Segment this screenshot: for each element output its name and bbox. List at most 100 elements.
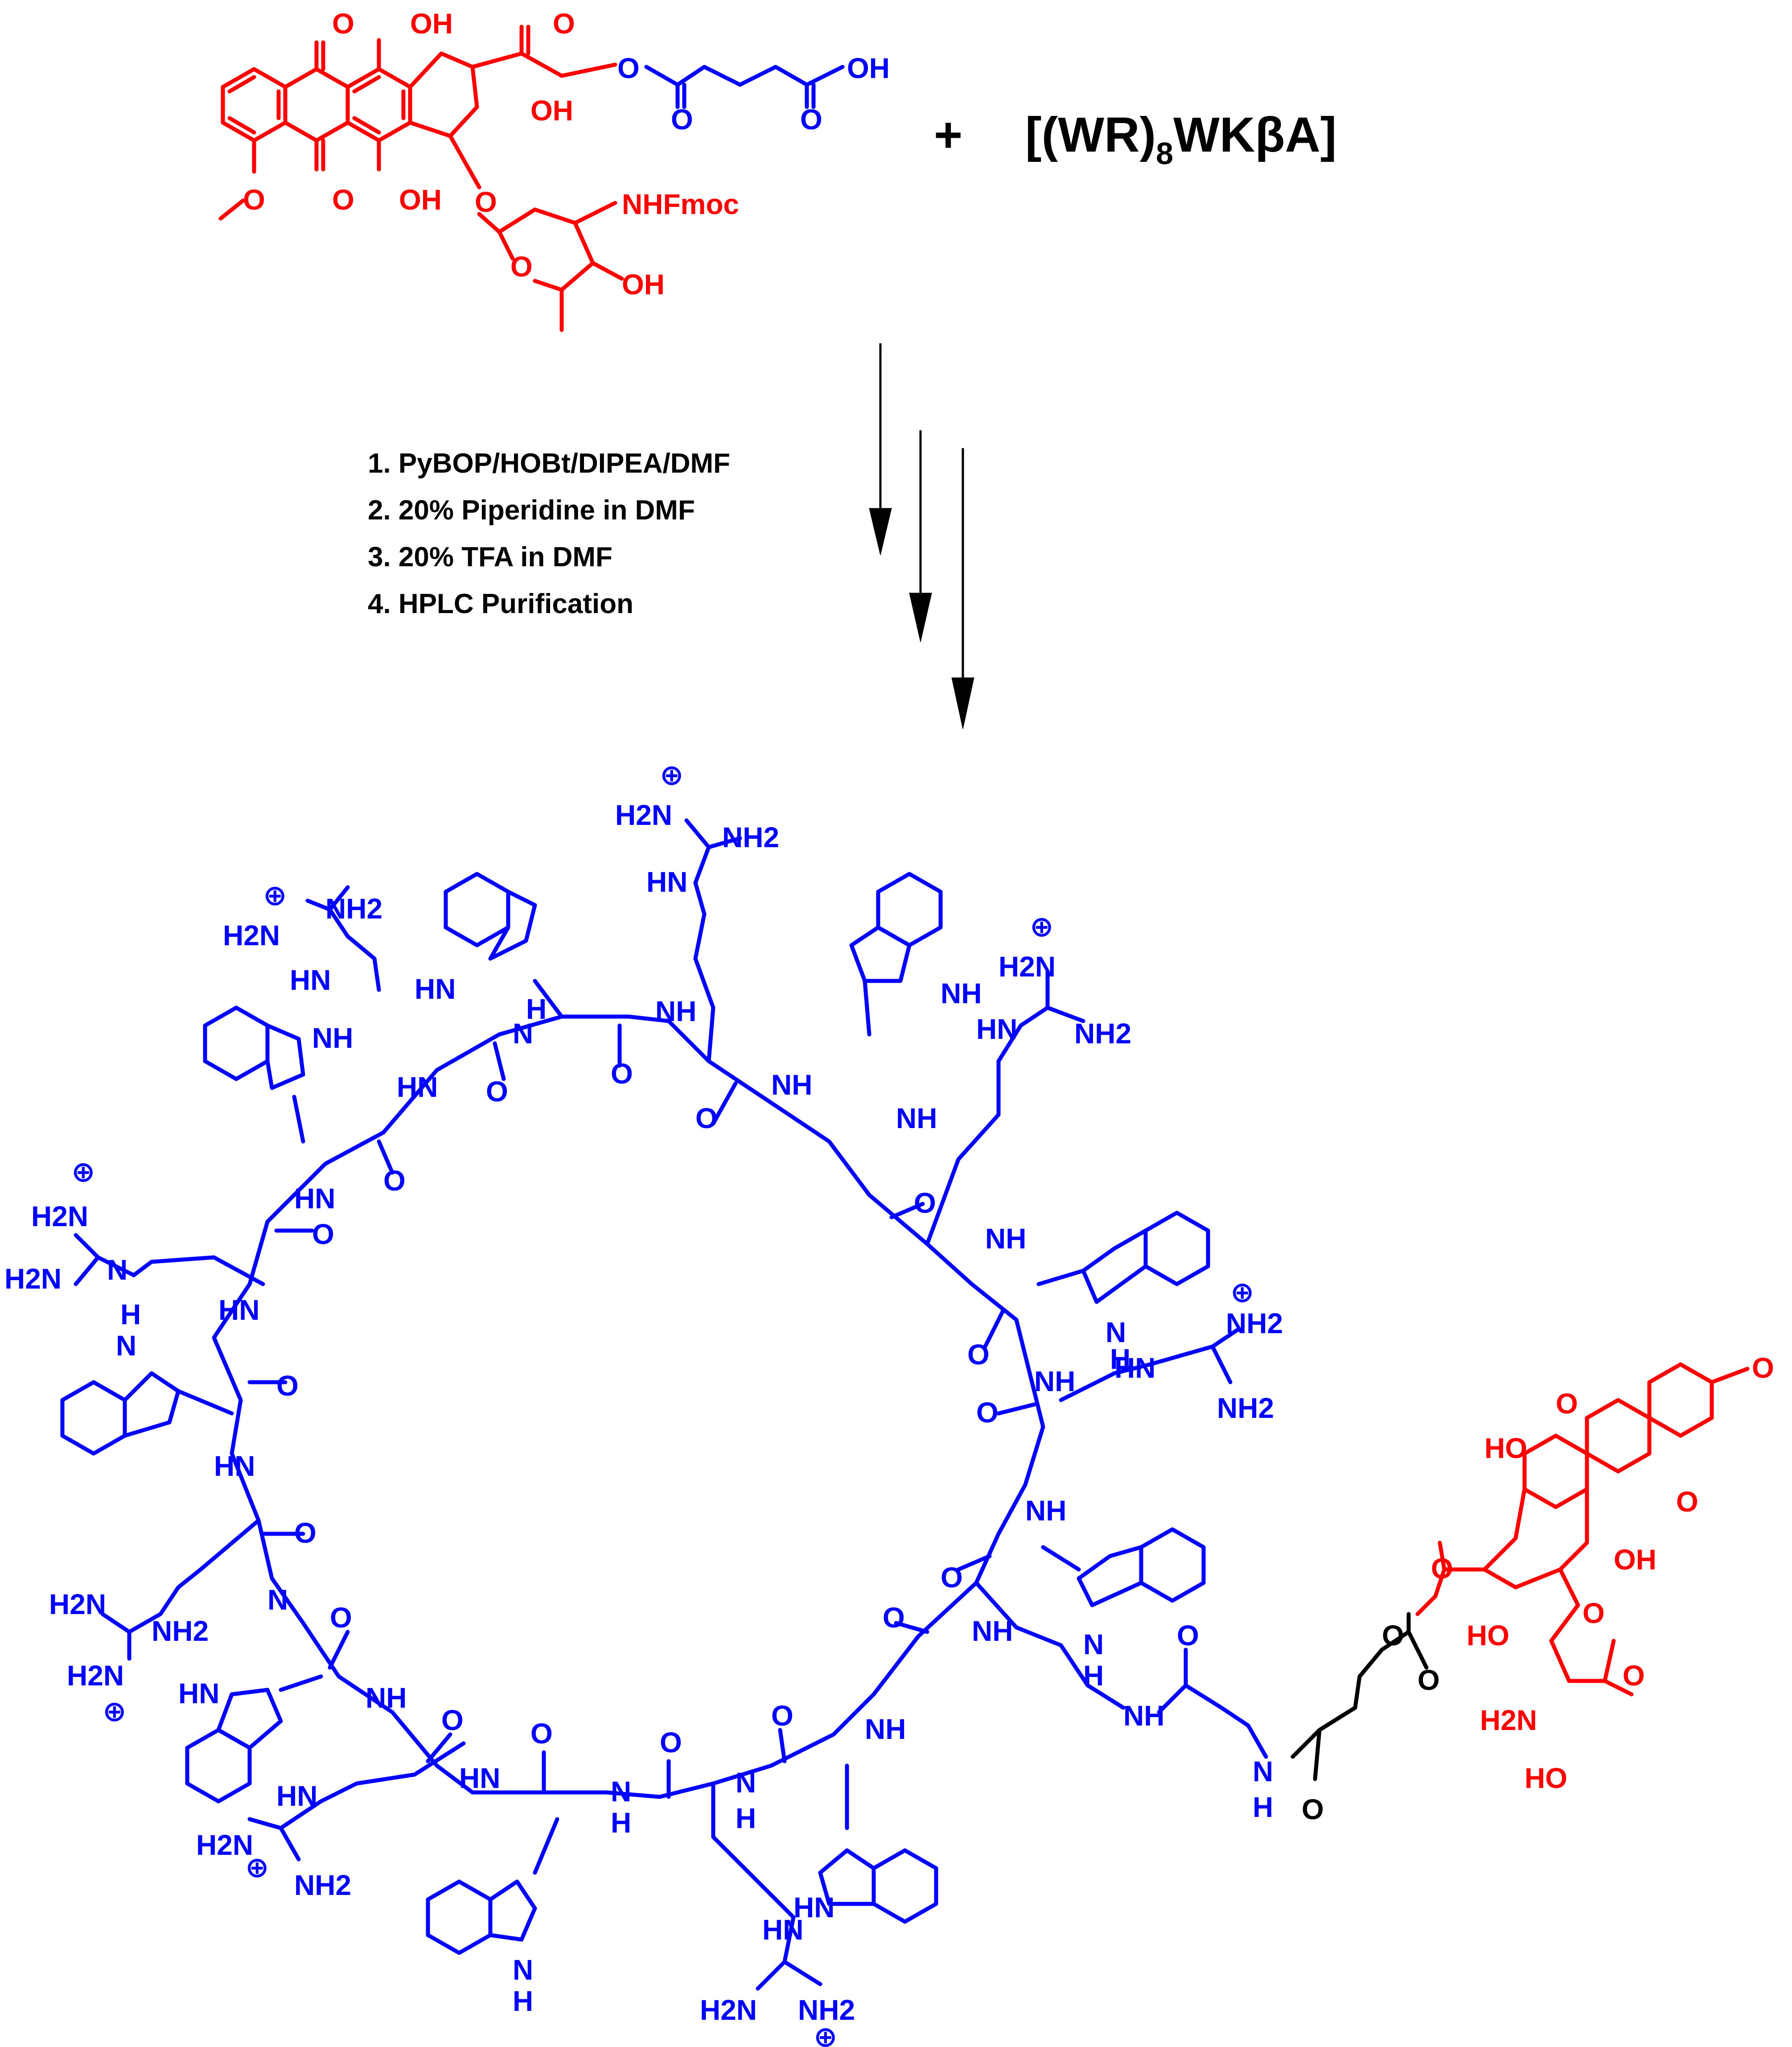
linker-amide-o: O xyxy=(1177,1619,1199,1652)
carbonyl-o-17: O xyxy=(914,1187,936,1219)
reactant-linker-labels: O OH O O xyxy=(617,52,890,136)
carbonyl-o-5: O xyxy=(312,1218,334,1250)
ester-link-carbonyl-o: O xyxy=(671,103,693,136)
drug-ho-top: HO xyxy=(1484,1432,1527,1464)
carbonyl-o-15: O xyxy=(976,1396,999,1429)
reactant-drug-labels: O OH O OH O OH O NHFmoc O OH O xyxy=(243,8,739,301)
indole-7-hn: HN xyxy=(793,1891,834,1923)
carbonyl-o-7: O xyxy=(294,1517,316,1549)
peptide-name-subscript: 8 xyxy=(1156,136,1173,171)
guan-1-nh2: NH2 xyxy=(722,821,779,853)
product-macrocycle-backbone xyxy=(212,1014,1045,1799)
guan-4-plus: ⊕ xyxy=(71,1156,95,1188)
indole-8-h: H xyxy=(1083,1660,1104,1692)
backbone-n-3: N xyxy=(513,1017,533,1050)
carbonyl-o-14: O xyxy=(941,1561,963,1594)
indole-6-n: N xyxy=(513,1954,533,1986)
nhfmoc-label: NHFmoc xyxy=(622,188,739,220)
oh-bottom: OH xyxy=(399,184,442,216)
backbone-h-12: H xyxy=(736,1802,756,1834)
guan-6-plus: ⊕ xyxy=(245,1851,269,1883)
glycosidic-o: O xyxy=(475,186,497,218)
guan-8-hn: HN xyxy=(1114,1352,1155,1384)
drug-quinone-o-top: O xyxy=(1556,1388,1578,1420)
guan-8-nh2-b: NH2 xyxy=(1217,1392,1274,1424)
carbonyl-o-6: O xyxy=(276,1370,299,1402)
indole-9-h: H xyxy=(1110,1343,1130,1375)
guan-3-nh2: NH2 xyxy=(1074,1017,1131,1050)
drug-glycosidic-o: O xyxy=(1582,1597,1605,1629)
backbone-nh-18: NH xyxy=(896,1102,937,1134)
guan-4-n: N xyxy=(107,1254,127,1286)
guan-5-nh: NH2 xyxy=(152,1615,209,1647)
guan-6-hn: HN xyxy=(276,1780,317,1812)
reaction-arrows xyxy=(869,343,974,729)
drug-ketone-o: O xyxy=(1431,1553,1453,1585)
backbone-nh-1: NH xyxy=(771,1069,812,1101)
guan-1-h2n: H2N xyxy=(615,799,672,831)
reactant-linker-glutarate xyxy=(644,65,845,109)
indole-1-hn: HN xyxy=(415,973,456,1005)
carbonyl-o-12: O xyxy=(771,1700,793,1732)
backbone-n-11: N xyxy=(611,1775,631,1808)
product-drug-labels: O O HO OH O O HO O O H2N HO xyxy=(1431,1352,1774,1794)
guan-3-h2n: H2N xyxy=(999,951,1056,983)
arrow-head-1 xyxy=(869,508,892,556)
product-peptide-labels: NH NH N H HN HN HN HN N NH HN N H N H NH… xyxy=(214,993,1273,1839)
carbonyl-o-9: O xyxy=(441,1704,464,1736)
indole-3-nh: NH xyxy=(312,1022,353,1054)
guan-6-h2n: H2N xyxy=(196,1829,253,1861)
backbone-nh-15: NH xyxy=(1025,1495,1066,1527)
backbone-nh-9: NH xyxy=(366,1682,407,1714)
backbone-n-8: N xyxy=(267,1584,288,1616)
acid-carbonyl-o: O xyxy=(800,103,822,136)
guan-5-h2n-b: H2N xyxy=(67,1660,124,1692)
backbone-nh-13: NH xyxy=(865,1713,906,1745)
linker-nh: NH xyxy=(1123,1700,1164,1732)
carbonyl-o-8: O xyxy=(330,1602,352,1634)
peptide-name-suffix: WKβA] xyxy=(1173,107,1336,162)
indole-9-n: N xyxy=(1106,1316,1126,1348)
reaction-conditions: 1. PyBOP/HOBt/DIPEA/DMF 2. 20% Piperidin… xyxy=(368,448,730,619)
indole-4-n: N xyxy=(116,1330,136,1362)
carbonyl-o-11: O xyxy=(660,1726,682,1759)
indole-5-hn: HN xyxy=(178,1677,219,1709)
linker-carbonyl-o-2: O xyxy=(1302,1793,1324,1825)
carbonyl-o-4: O xyxy=(383,1165,406,1197)
ketone-o-top: O xyxy=(332,8,354,40)
backbone-hn-6: HN xyxy=(218,1294,259,1326)
guan-4-h2n-b: H2N xyxy=(4,1263,62,1295)
sugar-oh: OH xyxy=(622,268,665,301)
indole-4-h: H xyxy=(120,1298,141,1330)
guan-8-nh2: NH2 xyxy=(1226,1307,1283,1339)
ester-o: O xyxy=(617,52,640,84)
oh-top: OH xyxy=(410,8,453,40)
drug-ho-tertiary: HO xyxy=(1467,1619,1509,1652)
condition-step-3: 3. 20% TFA in DMF xyxy=(368,542,612,573)
guan-4-h2n: H2N xyxy=(31,1200,88,1232)
backbone-hn-5: HN xyxy=(294,1182,335,1215)
condition-step-4: 4. HPLC Purification xyxy=(368,589,633,619)
drug-ring-o: O xyxy=(1623,1660,1645,1692)
condition-step-1: 1. PyBOP/HOBt/DIPEA/DMF xyxy=(368,448,730,479)
ester-carbonyl-o: O xyxy=(553,8,575,40)
backbone-nh-2: NH xyxy=(655,995,696,1027)
oh-tertiary: OH xyxy=(530,95,573,127)
guan-2-plus: ⊕ xyxy=(263,879,287,911)
backbone-n-12: N xyxy=(736,1767,756,1799)
carbonyl-o-10: O xyxy=(530,1718,553,1750)
sugar-ring-o: O xyxy=(510,251,533,283)
plus-sign: + xyxy=(934,107,962,162)
backbone-nh-16: NH xyxy=(1034,1365,1075,1397)
drug-amine: H2N xyxy=(1480,1704,1537,1736)
linker-ester-o: O xyxy=(1382,1619,1404,1652)
guan-2-hn: HN xyxy=(290,964,331,996)
guan-7-hn: HN xyxy=(762,1914,803,1946)
indole-8-n: N xyxy=(1083,1628,1104,1660)
quinone-o-bottom: O xyxy=(332,184,354,216)
product-guanidine-labels: H2N NH2 HN ⊕ H2N NH2 HN ⊕ H2N NH2 HN ⊕ H… xyxy=(4,759,1283,2047)
condition-step-2: 2. 20% Piperidine in DMF xyxy=(368,495,695,526)
guan-1-plus: ⊕ xyxy=(660,759,684,791)
peptide-name-prefix: [(WR) xyxy=(1025,107,1156,162)
